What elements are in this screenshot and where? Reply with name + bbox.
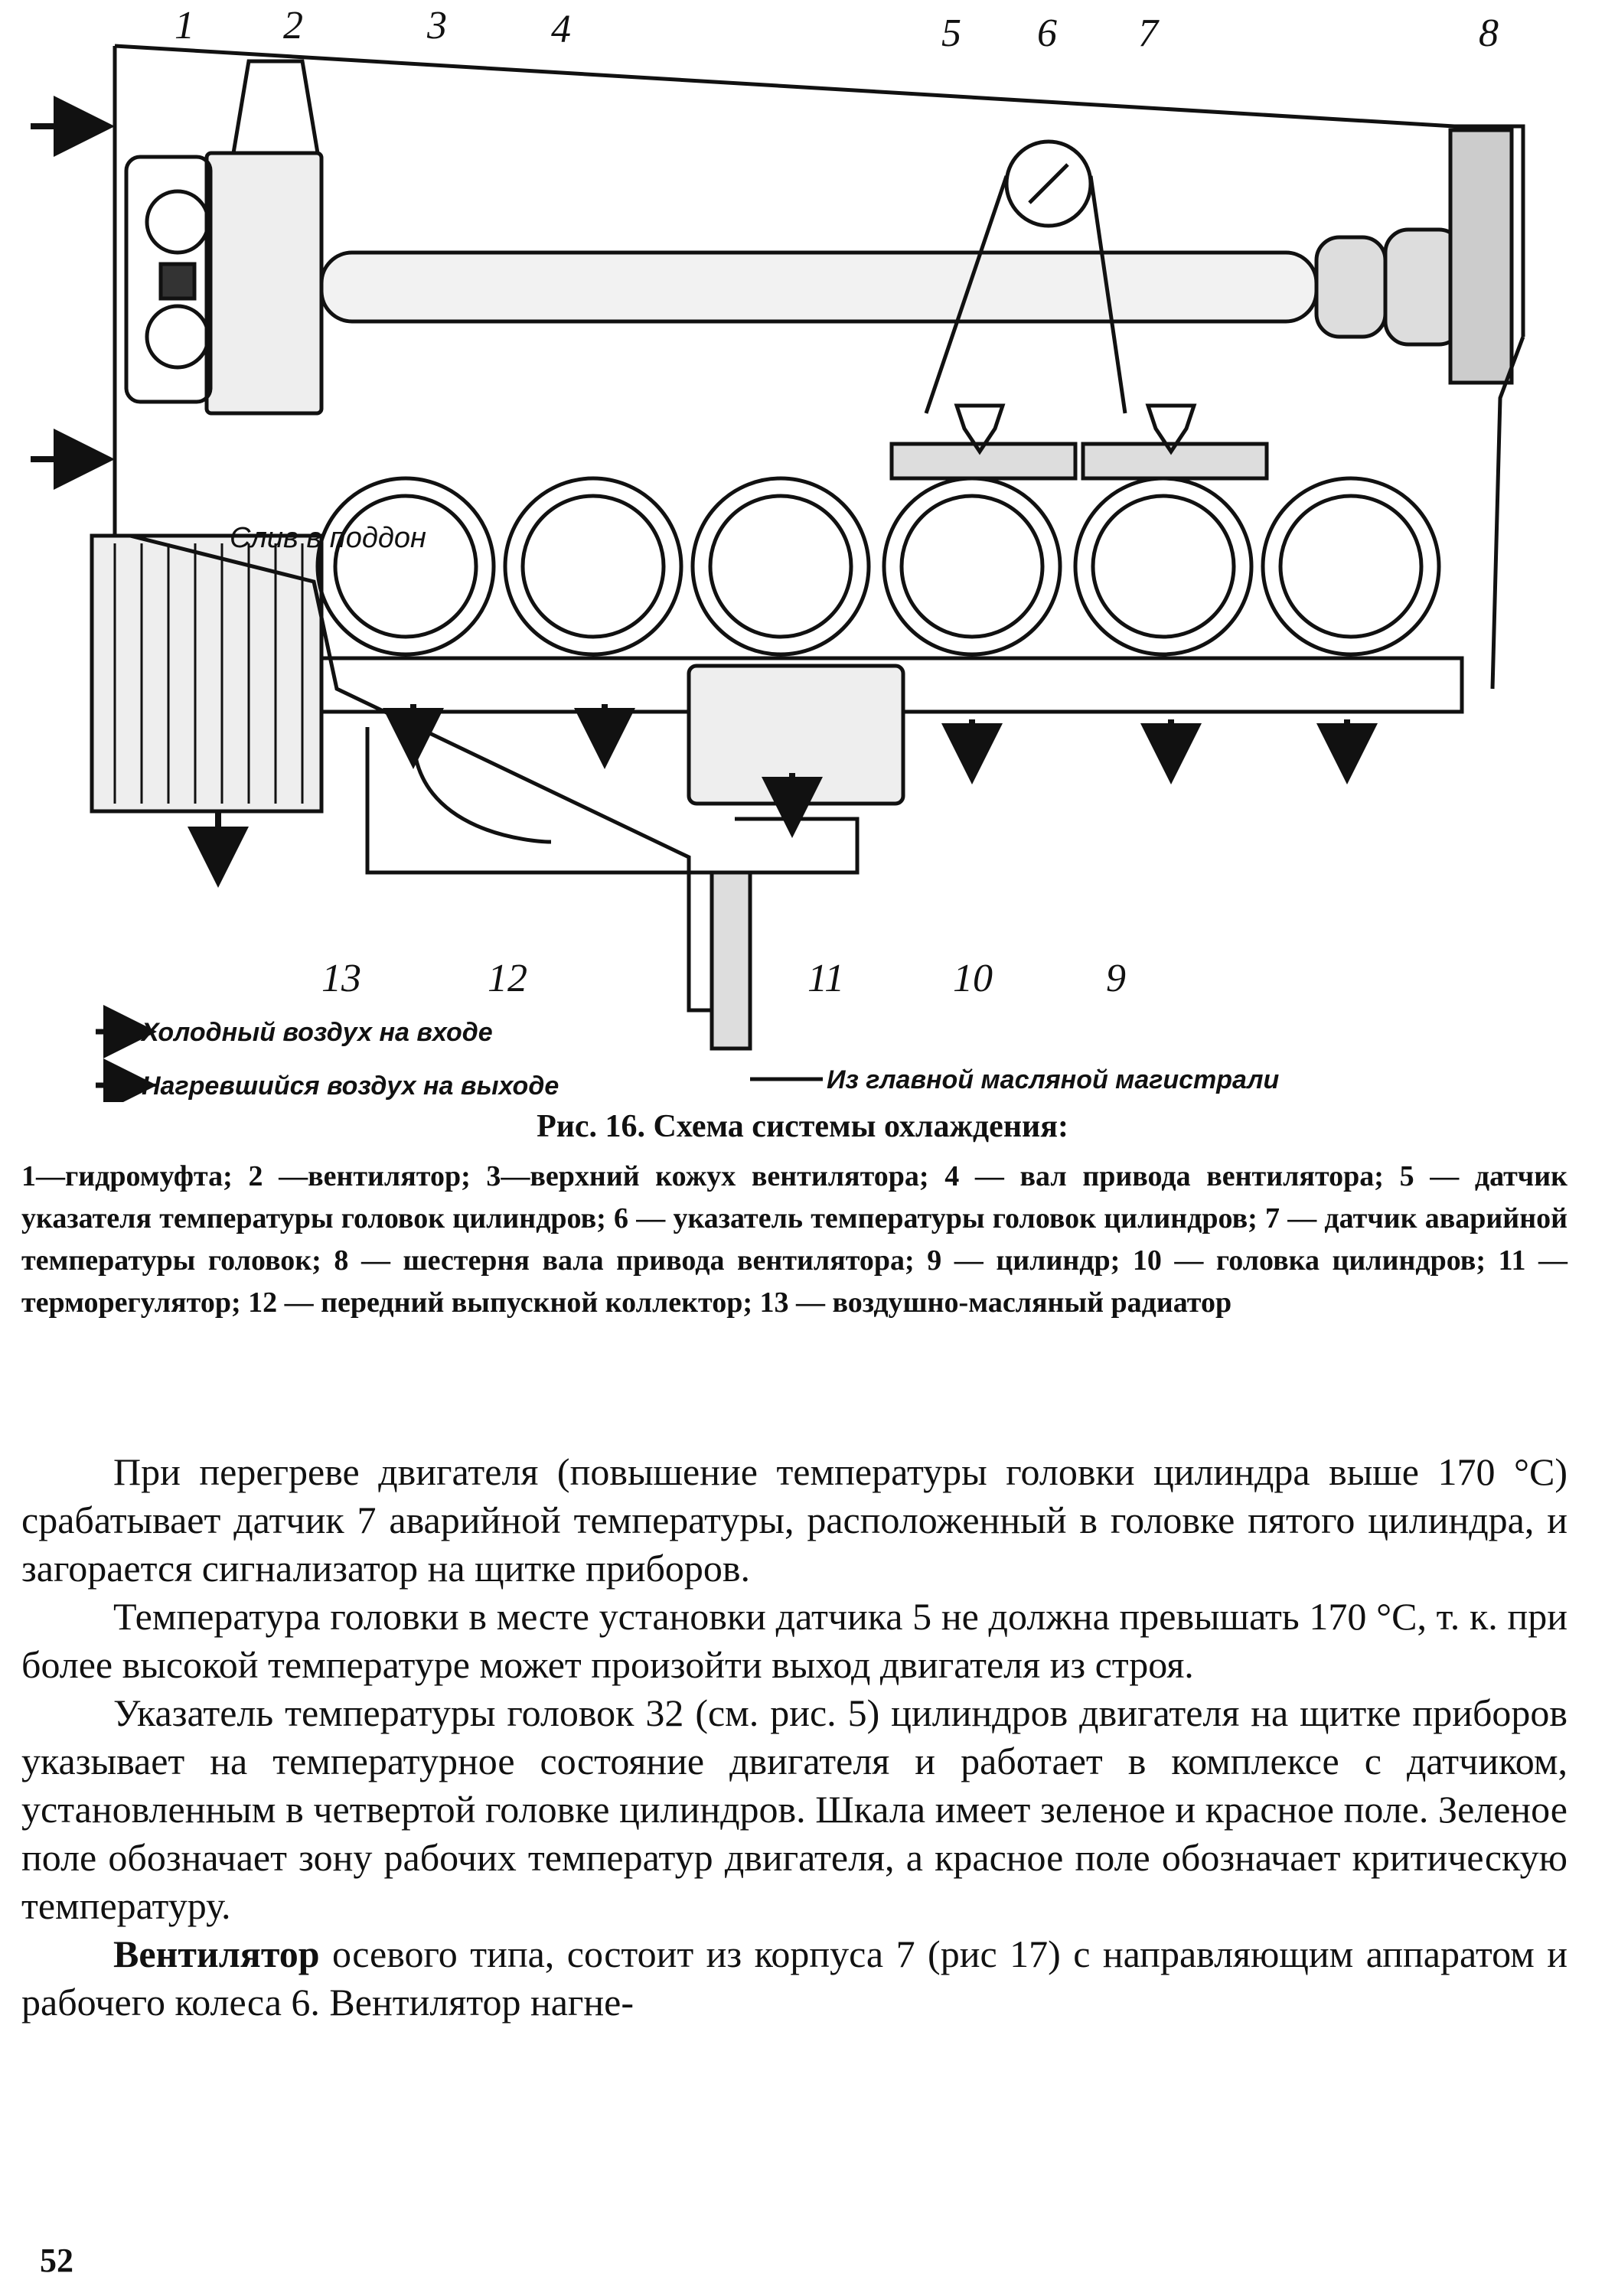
- callout-13: 13: [321, 957, 361, 1000]
- callout-11: 11: [807, 957, 844, 1000]
- figure-legend: 1—гидромуфта; 2 —вентилятор; 3—верхний к…: [21, 1160, 1567, 1319]
- paragraph: При перегреве двигателя (повышение темпе…: [21, 1450, 1567, 1590]
- callout-10: 10: [953, 957, 993, 1000]
- legend-hot-air: Нагревшийся воздух на выходе: [142, 1071, 559, 1101]
- callout-5: 5: [941, 11, 961, 55]
- callout-6: 6: [1037, 11, 1057, 55]
- paragraph-text: осевого типа, состоит из корпуса 7 (рис …: [21, 1932, 1567, 2024]
- cooling-system-diagram: 1 2 3 4 5 6 7 8 9 10 11 12 13 Слив в под…: [31, 4, 1525, 1102]
- callout-9: 9: [1106, 957, 1126, 1000]
- term-fan: Вентилятор: [113, 1932, 320, 1975]
- drain-label: Слив в поддон: [230, 522, 426, 554]
- callout-2: 2: [283, 4, 303, 47]
- callout-3: 3: [426, 4, 447, 47]
- body-text: При перегреве двигателя (повышение темпе…: [21, 1448, 1567, 2027]
- page-number: 52: [40, 2242, 73, 2279]
- callout-8: 8: [1479, 11, 1499, 55]
- paragraph: Вентилятор осевого типа, состоит из корп…: [21, 1930, 1567, 2027]
- paragraph: Температура головки в месте установки да…: [21, 1595, 1567, 1686]
- callout-1: 1: [175, 4, 194, 47]
- oil-inlet-label: Из главной масляной магистрали: [827, 1065, 1280, 1094]
- callout-7: 7: [1138, 11, 1160, 55]
- callout-12: 12: [488, 957, 527, 1000]
- legend-cold-air: Холодный воздух на входе: [140, 1018, 493, 1047]
- figure-caption: Рис. 16. Схема системы охлаждения:: [537, 1109, 1068, 1144]
- callout-4: 4: [551, 8, 571, 51]
- paragraph: Указатель температуры головок 32 (см. ри…: [21, 1691, 1567, 1927]
